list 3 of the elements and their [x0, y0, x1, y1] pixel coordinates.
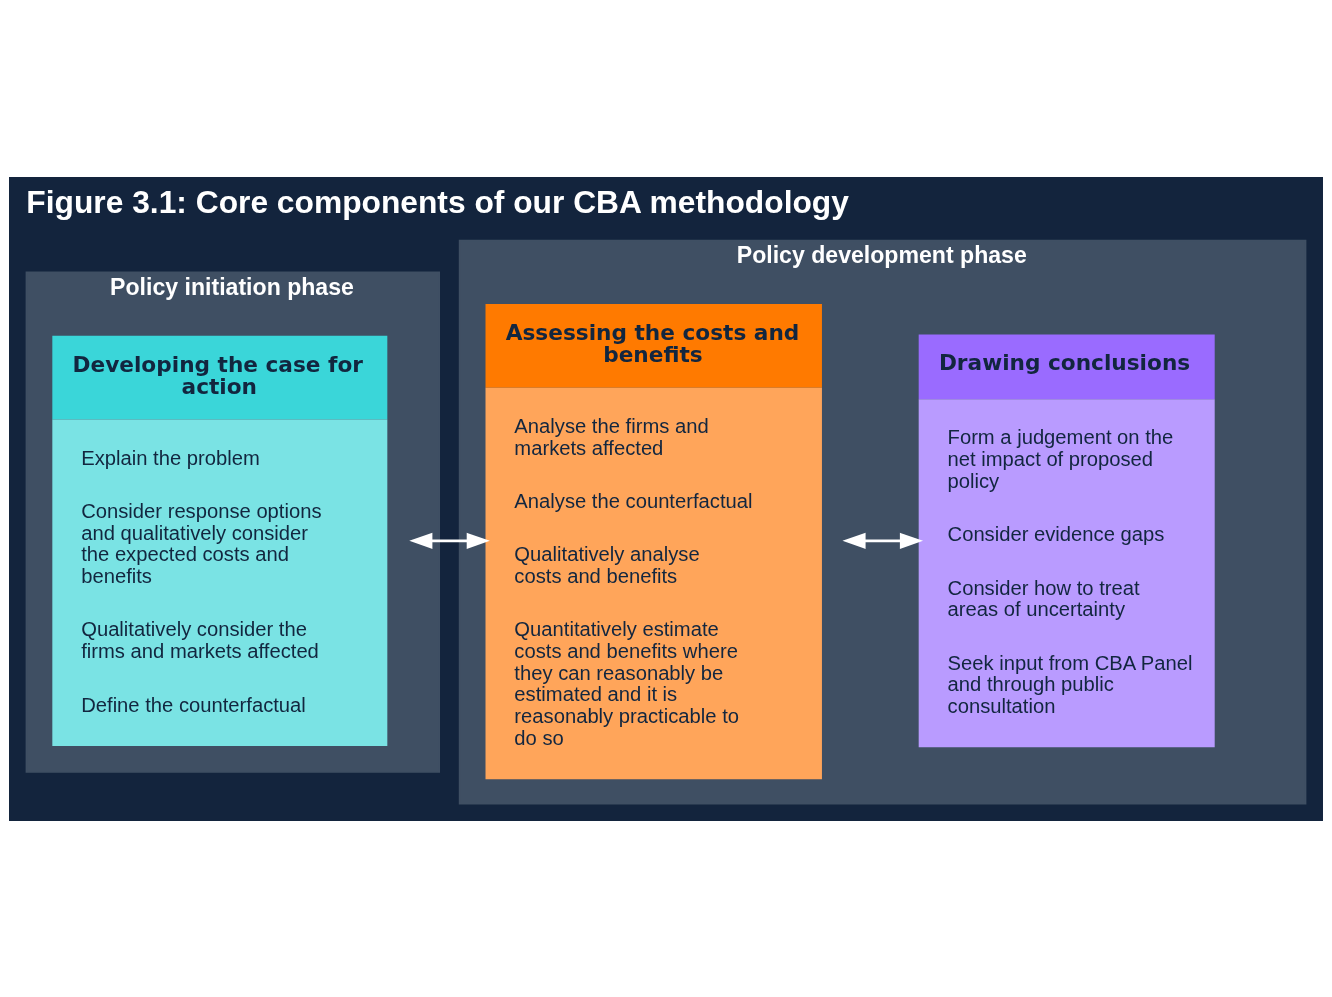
arrow: [842, 532, 924, 549]
arrow: [409, 532, 490, 549]
diagram-title: Figure 3.1: Core components of our CBA methodology: [26, 183, 849, 220]
